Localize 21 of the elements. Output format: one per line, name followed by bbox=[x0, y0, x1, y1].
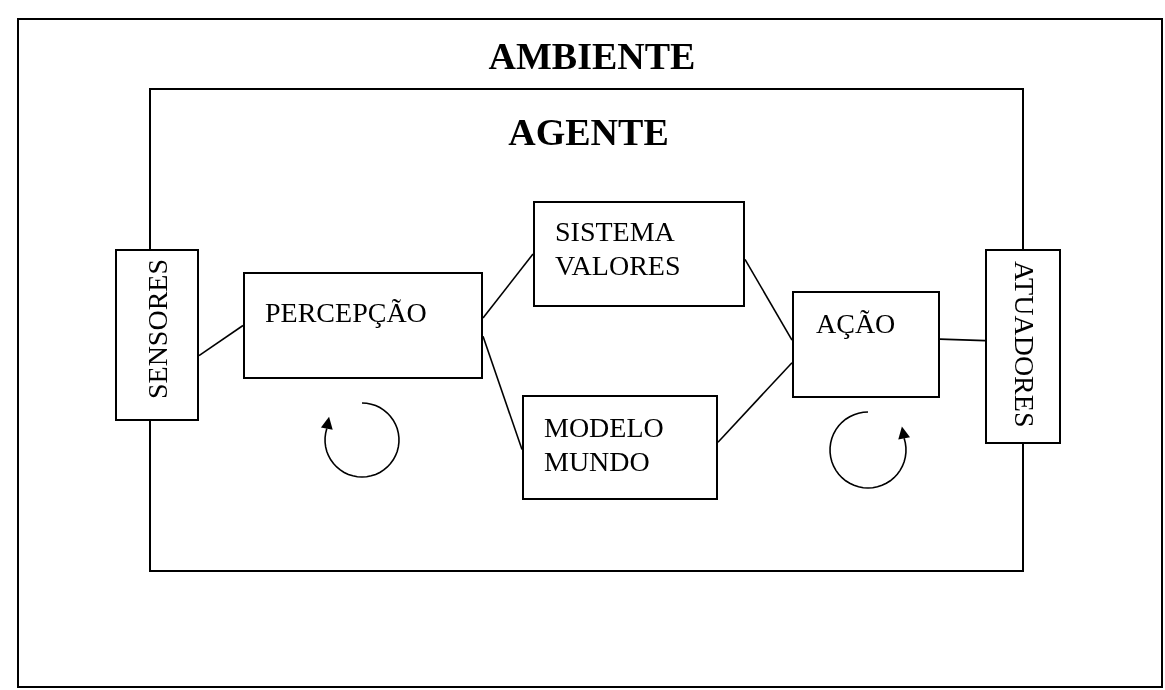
connector-line bbox=[744, 258, 793, 342]
connector-line bbox=[939, 338, 986, 342]
process-box bbox=[522, 395, 718, 500]
node-label: AÇÃO bbox=[816, 307, 896, 341]
process-box bbox=[533, 201, 745, 307]
process-box bbox=[792, 291, 940, 398]
node-label: MODELO MUNDO bbox=[544, 411, 665, 479]
agent-title: AGENTE bbox=[507, 110, 670, 155]
environment-title: AMBIENTE bbox=[487, 34, 697, 79]
node-label: SENSORES bbox=[141, 259, 174, 400]
actuators-box bbox=[985, 249, 1061, 444]
sensors-box bbox=[115, 249, 199, 421]
process-box bbox=[243, 272, 483, 379]
connector-line bbox=[717, 361, 793, 444]
node-label: ATUADORES bbox=[1007, 261, 1041, 428]
connector-line bbox=[198, 324, 244, 357]
node-label: SISTEMA VALORES bbox=[555, 215, 682, 283]
connector-line bbox=[482, 253, 534, 319]
node-label: PERCEPÇÃO bbox=[265, 296, 427, 330]
connector-line bbox=[482, 335, 523, 451]
environment-box bbox=[17, 18, 1163, 688]
